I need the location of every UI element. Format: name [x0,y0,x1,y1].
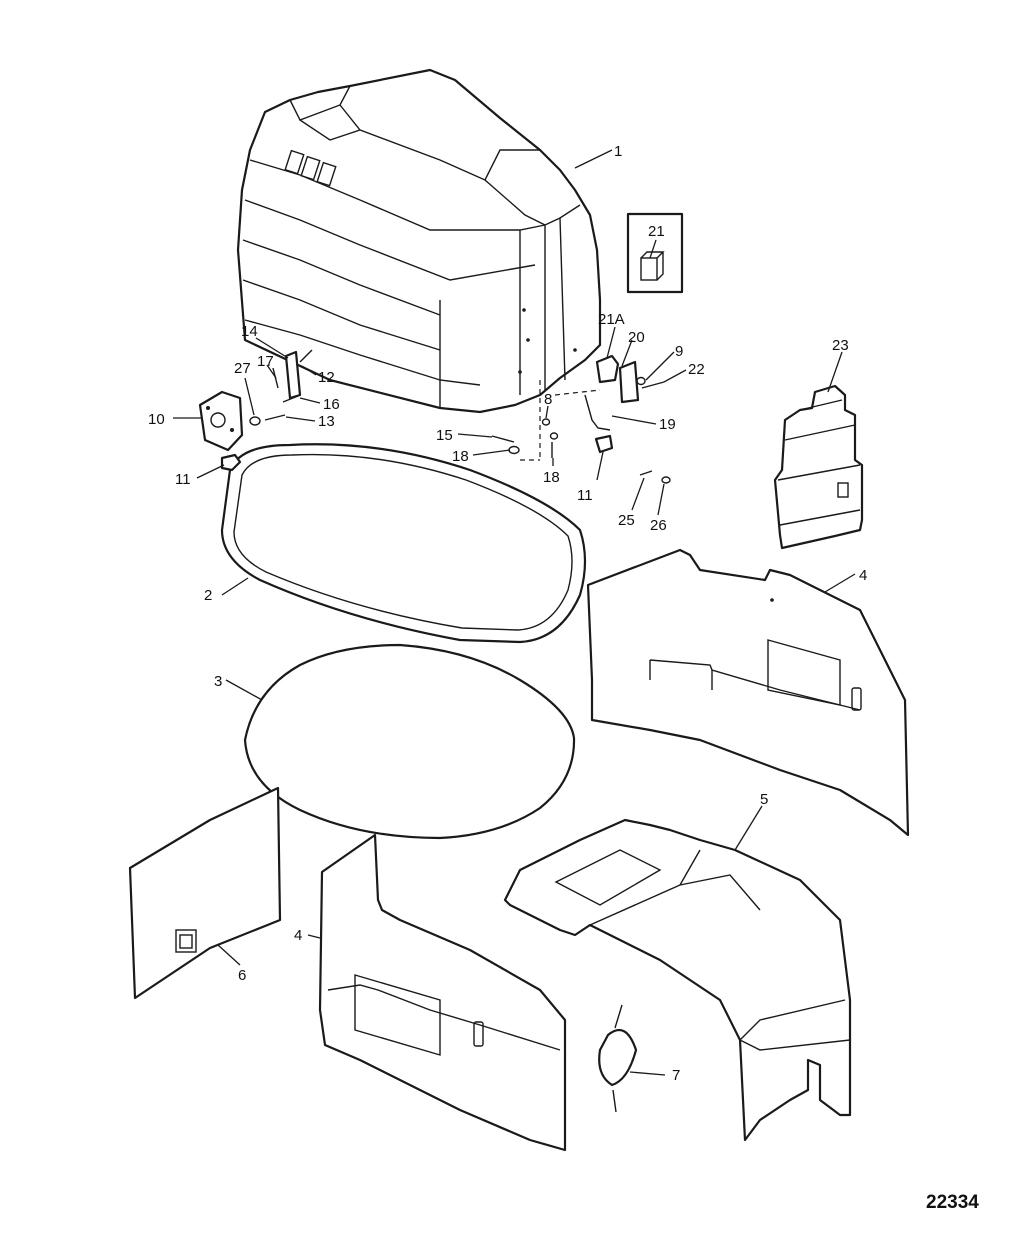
callout-27: 27 [234,360,251,377]
callout-4-right: 4 [859,567,867,584]
callout-16: 16 [323,396,340,413]
callout-22: 22 [688,361,705,378]
part-1-top-cowl [236,68,602,414]
part-2-seal [220,443,587,644]
callout-26: 26 [650,517,667,534]
hardware-parts [220,349,671,1113]
callout-3: 3 [214,673,222,690]
callout-8: 8 [544,391,552,408]
part-21-inset [626,212,684,294]
callout-4-left: 4 [294,927,302,944]
callout-11-left: 11 [175,471,191,488]
part-6-rear-panel [128,786,282,1000]
part-5-front-shield [503,818,852,1142]
callout-18-left: 18 [452,448,469,465]
part-23-air-intake [773,384,864,550]
callout-11-right: 11 [577,487,593,504]
callout-21a: 21A [598,311,625,328]
callout-10: 10 [148,411,165,428]
callout-14: 14 [241,323,258,340]
callout-1: 1 [614,143,622,160]
figure-number: 22334 [926,1192,979,1213]
part-4-side-panel-right [586,548,910,837]
callout-23: 23 [832,337,849,354]
callout-9: 9 [675,343,683,360]
dashed-hidden-lines [520,380,601,461]
callout-19: 19 [659,416,676,433]
callout-2: 2 [204,587,212,604]
callout-18-right: 18 [543,469,560,486]
callout-20: 20 [628,329,645,346]
callout-5: 5 [760,791,768,808]
part-4-side-panel-left [318,833,567,1152]
callout-labels: 1 2 3 4 4 5 6 7 8 9 10 11 11 12 13 14 15… [148,143,867,1084]
callout-17: 17 [257,353,274,370]
callout-25: 25 [618,512,635,529]
callout-12: 12 [318,369,335,386]
part-10-latch [198,390,244,452]
callout-15: 15 [436,427,453,444]
callout-7: 7 [672,1067,680,1084]
part-3-plate [243,643,576,840]
callout-21: 21 [648,223,665,240]
leader-lines [173,149,856,1076]
callout-13: 13 [318,413,335,430]
callout-6: 6 [238,967,246,984]
